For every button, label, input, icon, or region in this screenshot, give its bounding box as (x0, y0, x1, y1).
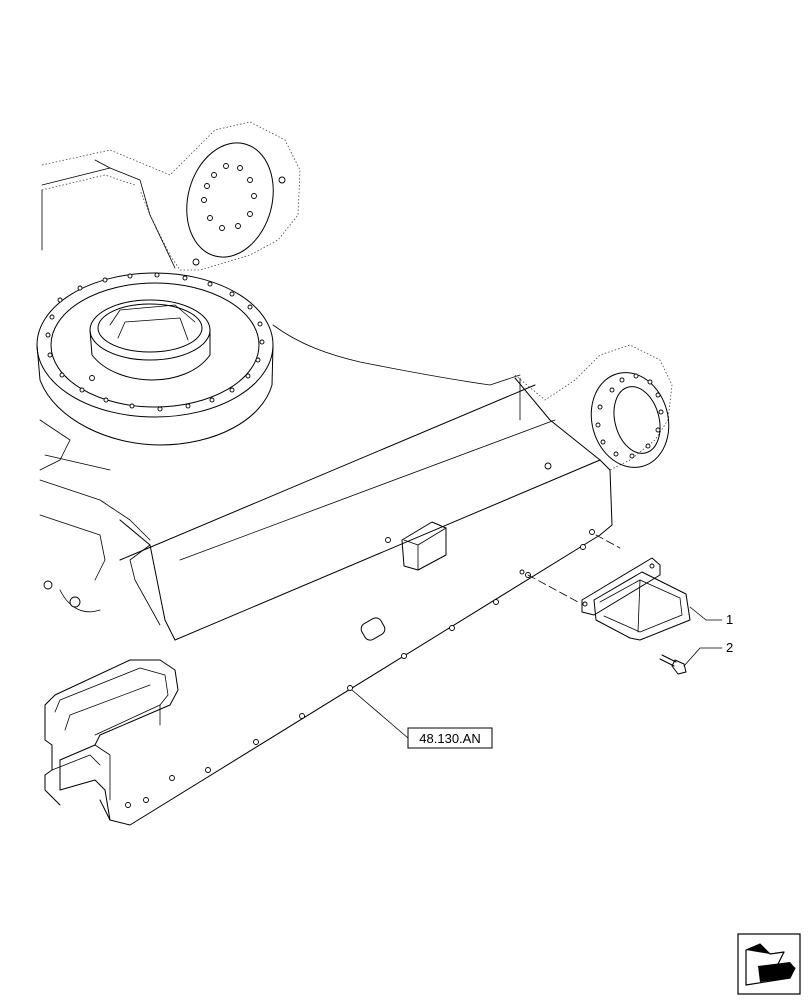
reference-box-label: 48.130.AN (419, 731, 480, 746)
callout-2: 2 (726, 640, 733, 655)
slewing-ring (36, 272, 274, 446)
rear-side-frame (41, 121, 301, 271)
side-face-holes (125, 462, 595, 808)
reference-box[interactable]: 48.130.AN (407, 727, 493, 749)
center-body (39, 324, 521, 613)
leader-lines (351, 606, 723, 739)
callout-1: 1 (726, 612, 733, 627)
idler-bolt-holes (595, 373, 664, 459)
slewing-ring-bolt-holes (45, 272, 265, 412)
front-side-frame (99, 344, 673, 826)
rear-frame-bolt-holes (192, 163, 286, 266)
part-2-bolt (659, 654, 687, 675)
part-1-bracket (527, 534, 691, 641)
direction-arrow-icon (737, 933, 801, 995)
sprocket-end (44, 659, 179, 821)
